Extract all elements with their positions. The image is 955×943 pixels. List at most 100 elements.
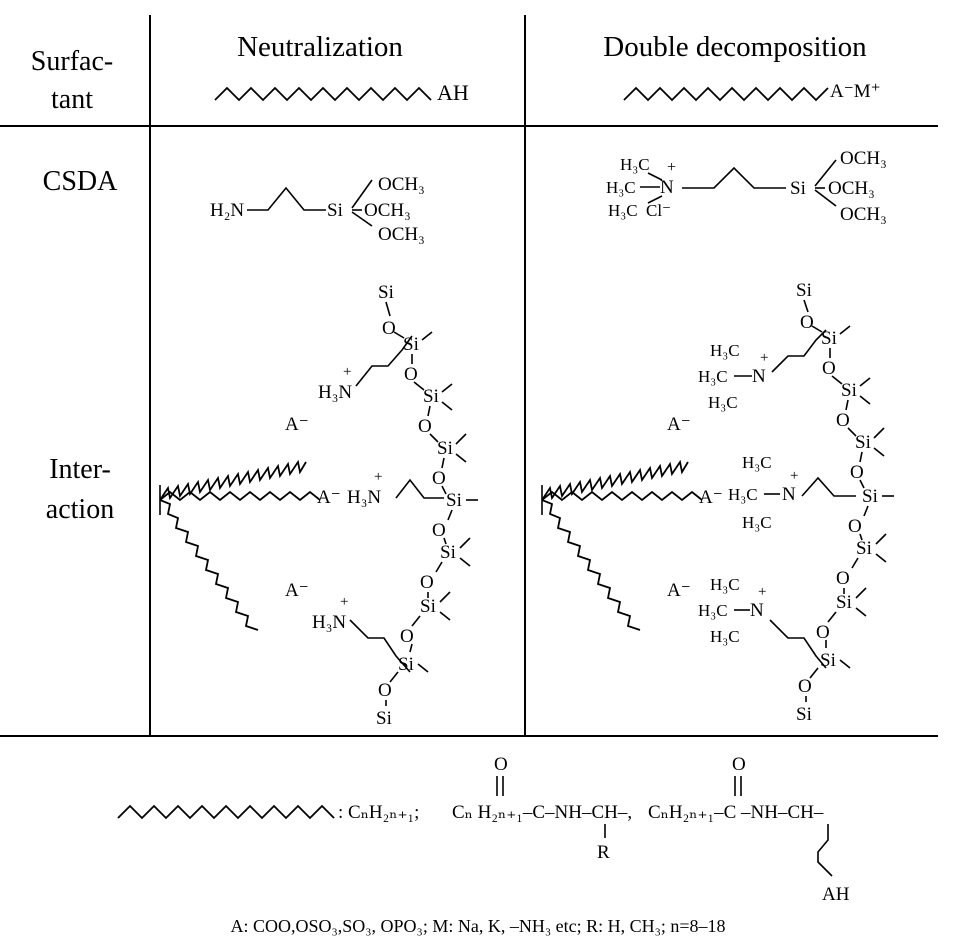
left-propyl-lower — [349, 619, 411, 673]
right-bond — [839, 325, 851, 335]
footer-legend: A: COO,OSO₃,SO₃, OPO₃; M: Na, K, –NH₃ et… — [230, 916, 725, 936]
left-bond — [409, 643, 413, 653]
footer-amide-1: Cₙ H₂ₙ₊₁–C–NH–CH–, — [452, 802, 632, 823]
left-o-4: O — [432, 468, 446, 489]
footer-chain — [117, 804, 335, 820]
right-middle-plus: + — [790, 468, 798, 484]
footer-o-2: O — [732, 754, 746, 775]
right-ammonium-lower: H₃C H₃C N + H₃C — [698, 575, 827, 669]
left-anion-middle: A⁻ — [317, 487, 341, 508]
right-bond — [827, 611, 837, 623]
left-bond — [459, 557, 471, 567]
right-bond — [831, 375, 843, 385]
right-si-5: Si — [856, 538, 872, 559]
left-bond — [443, 537, 447, 545]
right-anion-upper: A⁻ — [667, 414, 691, 435]
left-micelle-chains — [159, 459, 321, 631]
left-si-6: Si — [420, 596, 436, 617]
left-bond — [393, 331, 405, 339]
right-upper-h3c-1: H₃C — [710, 341, 740, 360]
footer-amide-2: CₙH₂ₙ₊₁–C –NH–CH– — [648, 802, 824, 823]
left-bond — [427, 405, 431, 417]
right-middle-h3c-1: H₃C — [742, 453, 772, 472]
csda-right-si-bond-bot — [814, 189, 837, 207]
left-o-5: O — [432, 520, 446, 541]
right-bond — [859, 479, 865, 489]
left-o-1: O — [382, 318, 396, 339]
right-bond — [855, 607, 867, 617]
left-propyl-middle — [395, 478, 444, 499]
right-si-1: Si — [821, 328, 837, 349]
right-o-5: O — [848, 516, 862, 537]
right-middle-h3c-3: H₃C — [742, 513, 772, 532]
right-chain-lower — [541, 499, 641, 631]
left-si-3: Si — [437, 438, 453, 459]
right-bond — [859, 395, 871, 405]
left-bond — [441, 383, 453, 393]
right-bond — [855, 587, 867, 599]
right-o-1: O — [800, 312, 814, 333]
left-o-6: O — [420, 572, 434, 593]
right-lower-h3c-3: H₃C — [710, 627, 740, 646]
surfactant-label-line2: tant — [51, 84, 93, 115]
right-si-2: Si — [841, 380, 857, 401]
double-decomposition-chain — [623, 86, 829, 102]
csda-left-si-bond-bot — [351, 211, 373, 227]
left-h3n-lower: H₃N — [312, 612, 346, 633]
csda-left-si-bond-top — [351, 179, 373, 209]
csda-right-plus: + — [667, 159, 676, 176]
left-si-4: Si — [446, 490, 462, 511]
right-bond — [811, 325, 823, 333]
interaction-label-line1: Inter- — [49, 454, 111, 485]
csda-right-och3-bot: OCH₃ — [840, 204, 887, 225]
neutralization-chain — [214, 86, 432, 102]
left-h3n-middle: H₃N — [347, 487, 381, 508]
left-bond — [459, 537, 471, 549]
left-bond — [455, 453, 467, 463]
csda-label: CSDA — [43, 166, 118, 197]
right-si-6: Si — [836, 592, 852, 613]
right-bond — [803, 299, 809, 313]
left-plus-middle: + — [374, 469, 382, 485]
right-anion-middle: A⁻ — [699, 487, 723, 508]
left-bond — [435, 561, 443, 573]
csda-right-bond-top — [647, 172, 663, 181]
csda-right-propyl — [682, 166, 786, 189]
left-anion-upper: A⁻ — [285, 414, 309, 435]
left-si-top: Si — [378, 282, 394, 303]
right-si-3: Si — [855, 432, 871, 453]
left-siloxane-backbone: Si O Si O Si O Si O Si O Si O Si — [376, 282, 478, 729]
right-si-7: Si — [820, 650, 836, 671]
left-bond — [447, 509, 453, 521]
left-propyl-upper — [355, 335, 413, 387]
right-ammonium-middle: H₃C H₃C N + H₃C — [728, 453, 856, 532]
left-bond — [411, 615, 421, 627]
double-decomposition-group: A⁻M⁺ — [830, 81, 881, 102]
left-bond — [439, 591, 451, 603]
right-siloxane-backbone: Si O Si O Si O Si O Si O Si O Si — [796, 280, 894, 725]
left-si-5: Si — [440, 542, 456, 563]
right-bond — [859, 451, 863, 463]
csda-right-och3-mid: OCH₃ — [828, 178, 875, 199]
right-bond — [873, 447, 885, 457]
left-bond — [389, 671, 399, 683]
right-si-bottom: Si — [796, 704, 812, 725]
right-bond — [863, 505, 869, 517]
csda-right-si: Si — [790, 178, 806, 199]
right-ammonium-upper: H₃C H₃C N + H₃C — [698, 329, 827, 412]
footer-o-1: O — [494, 754, 508, 775]
right-bond — [859, 533, 863, 541]
right-upper-h3c-3: H₃C — [708, 393, 738, 412]
right-middle-n: N — [782, 484, 796, 505]
csda-right-h3c-bot: H₃C — [608, 201, 638, 220]
left-bond — [439, 611, 451, 621]
right-micelle-chains — [541, 459, 703, 631]
footer-r: R — [597, 842, 610, 863]
right-upper-n: N — [752, 366, 766, 387]
right-bond — [875, 533, 887, 545]
right-bond — [851, 557, 859, 569]
left-si-bottom: Si — [376, 708, 392, 729]
right-bond — [845, 399, 849, 411]
right-lower-n: N — [750, 600, 764, 621]
right-o-2: O — [822, 358, 836, 379]
